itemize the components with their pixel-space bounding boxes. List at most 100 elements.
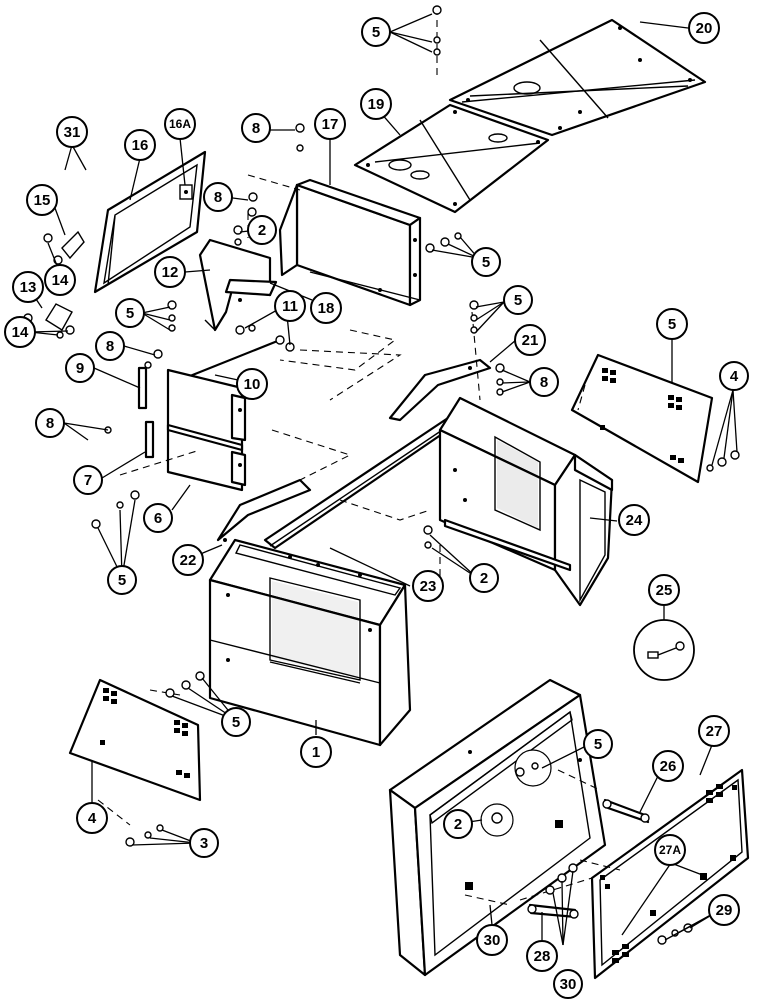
callout-30: 30 [553, 969, 583, 999]
bracket-21 [388, 358, 492, 422]
panel-4-right [570, 353, 714, 484]
svg-text:10: 10 [244, 376, 261, 393]
svg-text:17: 17 [322, 116, 339, 133]
rod-10 [179, 335, 295, 382]
callout-16A: 16A [164, 108, 196, 140]
svg-text:13: 13 [20, 279, 37, 296]
panel-27 [590, 768, 750, 980]
strap-7 [144, 420, 155, 459]
callout-5: 5 [221, 707, 251, 737]
callout-2: 2 [247, 215, 277, 245]
hinge-26 [602, 798, 650, 824]
callout-11: 11 [274, 290, 306, 322]
callout-26: 26 [652, 750, 684, 782]
svg-text:25: 25 [656, 582, 673, 599]
svg-text:27A: 27A [659, 843, 681, 857]
callout-8: 8 [241, 113, 271, 143]
callout-12: 12 [154, 256, 186, 288]
callout-5: 5 [503, 285, 533, 315]
svg-text:23: 23 [420, 578, 437, 595]
svg-text:12: 12 [162, 264, 179, 281]
svg-text:8: 8 [214, 189, 222, 206]
callout-6: 6 [143, 503, 173, 533]
callout-1: 1 [300, 736, 332, 768]
callout-15: 15 [26, 184, 58, 216]
svg-text:2: 2 [454, 816, 462, 833]
callout-18: 18 [310, 292, 342, 324]
bracket-13 [23, 303, 75, 339]
side-panel-16 [93, 150, 207, 294]
callout-14: 14 [44, 264, 76, 296]
callout-3: 4 [719, 361, 749, 391]
svg-text:9: 9 [76, 360, 84, 377]
callout-10: 10 [236, 368, 268, 400]
callout-5: 5 [115, 298, 145, 328]
svg-text:15: 15 [34, 192, 51, 209]
callout-29: 30 [476, 924, 508, 956]
svg-text:11: 11 [282, 298, 298, 315]
svg-text:6: 6 [154, 510, 162, 527]
svg-text:5: 5 [118, 572, 126, 589]
panel-6 [166, 368, 247, 492]
svg-text:30: 30 [560, 976, 577, 993]
callout-5: 5 [583, 729, 613, 759]
callout-17: 17 [314, 108, 346, 140]
callout-2: 2 [469, 563, 499, 593]
callout-22: 22 [172, 544, 204, 576]
svg-text:1: 1 [312, 744, 320, 761]
callout-4: 4 [76, 802, 108, 834]
callout-3: 3 [189, 828, 219, 858]
svg-text:5: 5 [232, 714, 240, 731]
svg-text:16A: 16A [169, 117, 191, 131]
callout-16: 16 [124, 129, 156, 161]
svg-text:22: 22 [180, 552, 197, 569]
svg-text:16: 16 [132, 137, 149, 154]
callout-8: 8 [203, 182, 233, 212]
svg-text:5: 5 [482, 254, 490, 271]
callout-23: 23 [412, 570, 444, 602]
svg-text:8: 8 [540, 374, 548, 391]
svg-text:5: 5 [372, 24, 380, 41]
svg-text:3: 3 [200, 835, 208, 852]
callout-5: 5 [107, 565, 137, 595]
callout-19: 19 [360, 88, 392, 120]
svg-text:4: 4 [88, 810, 97, 827]
svg-text:24: 24 [626, 512, 643, 529]
hardware-detail-25 [633, 619, 695, 681]
callouts: 5 20 19 8 17 16A 16 31 8 2 5 15 14 13 14… [4, 12, 749, 999]
strap-9 [137, 366, 148, 410]
svg-text:5: 5 [126, 305, 134, 322]
callout-20: 20 [688, 12, 720, 44]
callout-24: 24 [618, 504, 650, 536]
svg-text:26: 26 [660, 758, 677, 775]
callout-2: 2 [443, 809, 473, 839]
svg-text:18: 18 [318, 300, 335, 317]
callout-5: 5 [471, 247, 501, 277]
frame-29 [388, 678, 607, 977]
callout-4: 5 [656, 308, 688, 340]
panel-4-left [68, 678, 202, 802]
bracket-22 [216, 478, 312, 542]
svg-text:31: 31 [64, 124, 81, 141]
top-plate-19 [353, 103, 550, 214]
callout-13: 13 [12, 271, 44, 303]
callout-30: 29 [708, 894, 740, 926]
housing-24 [438, 396, 614, 607]
callout-8: 8 [95, 331, 125, 361]
callout-27A: 27A [654, 834, 686, 866]
svg-text:14: 14 [52, 272, 69, 289]
svg-text:30: 30 [484, 932, 501, 949]
fasteners [91, 5, 740, 945]
svg-text:5: 5 [668, 316, 676, 333]
housing-1 [208, 538, 412, 747]
callout-8: 8 [35, 408, 65, 438]
svg-text:8: 8 [46, 415, 54, 432]
top-plate-20 [448, 18, 707, 137]
svg-text:8: 8 [252, 120, 260, 137]
callout-21: 21 [514, 324, 546, 356]
svg-text:5: 5 [594, 736, 602, 753]
callout-14: 14 [4, 316, 36, 348]
svg-text:29: 29 [716, 902, 733, 919]
